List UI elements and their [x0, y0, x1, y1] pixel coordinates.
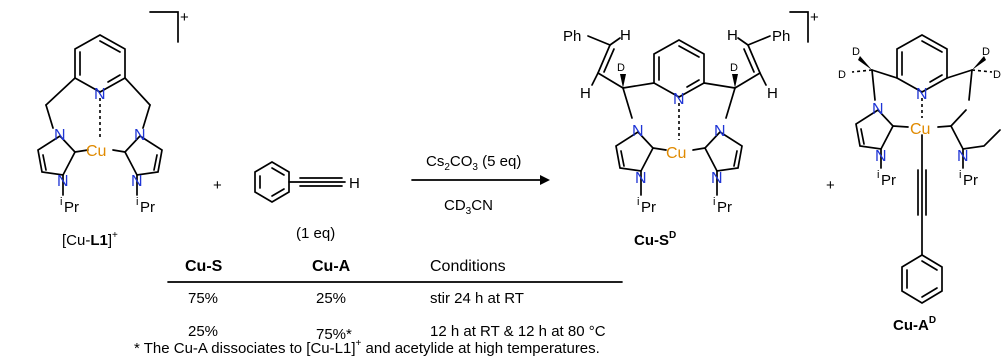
atom-n: N	[94, 86, 106, 103]
svg-text:N: N	[131, 173, 143, 190]
plus-sign-2: +	[826, 177, 835, 194]
compound-phenylacetylene: H (1 eq)	[254, 161, 360, 242]
alkyne-equiv: (1 eq)	[296, 225, 335, 242]
table-footnote: * The Cu-A dissociates to [Cu-L1]+ and a…	[134, 338, 600, 356]
svg-text:Pr: Pr	[641, 199, 656, 216]
svg-text:N: N	[632, 123, 644, 140]
svg-text:Pr: Pr	[64, 199, 79, 216]
svg-text:Pr: Pr	[963, 172, 978, 189]
svg-text:D: D	[982, 46, 990, 58]
svg-text:H: H	[620, 27, 631, 44]
svg-text:i: i	[60, 196, 62, 208]
compound-cu-a-d: D D D D N N N N Cu i Pr i P	[838, 34, 1001, 334]
table-row: 25%	[188, 323, 218, 340]
reaction-arrow: Cs2CO3 (5 eq) CD3CN	[411, 153, 550, 217]
svg-text:N: N	[134, 127, 146, 144]
svg-text:Pr: Pr	[140, 199, 155, 216]
svg-text:H: H	[727, 27, 738, 44]
svg-text:Ph: Ph	[772, 28, 790, 45]
svg-text:N: N	[635, 170, 647, 187]
svg-text:N: N	[916, 86, 928, 103]
svg-text:i: i	[136, 196, 138, 208]
svg-text:+: +	[810, 9, 819, 26]
svg-text:H: H	[580, 85, 591, 102]
svg-text:N: N	[673, 91, 685, 108]
table-row: 75%	[188, 290, 218, 307]
svg-text:D: D	[852, 46, 860, 58]
compound-label-cu-a: Cu-AD	[893, 315, 936, 334]
svg-text:N: N	[875, 148, 887, 165]
svg-text:N: N	[872, 101, 884, 118]
svg-text:i: i	[959, 169, 961, 181]
reagent-base: Cs2CO3 (5 eq)	[426, 153, 521, 173]
compound-label-cu-s: Cu-SD	[634, 230, 676, 249]
svg-text:i: i	[877, 169, 879, 181]
charge-plus: +	[180, 9, 189, 26]
svg-text:stir 24 h at RT: stir 24 h at RT	[430, 290, 524, 307]
svg-text:75%*: 75%*	[316, 326, 352, 343]
svg-text:N: N	[714, 123, 726, 140]
svg-text:i: i	[637, 196, 639, 208]
svg-text:D: D	[993, 69, 1001, 81]
reagent-solvent: CD3CN	[444, 197, 493, 217]
table-header-conditions: Conditions	[430, 258, 506, 275]
svg-text:Cu: Cu	[666, 145, 686, 162]
svg-text:H: H	[349, 175, 360, 192]
svg-text:25%: 25%	[316, 290, 346, 307]
table-header-cu-s: Cu-S	[185, 258, 223, 275]
svg-text:H: H	[767, 85, 778, 102]
svg-text:D: D	[617, 62, 625, 74]
svg-text:i: i	[713, 196, 715, 208]
compound-label-start: [Cu-L1]+	[62, 230, 118, 249]
svg-text:Pr: Pr	[717, 199, 732, 216]
svg-text:Cu: Cu	[910, 121, 930, 138]
atom-cu: Cu	[86, 143, 106, 160]
results-table: Cu-S Cu-A Conditions 75% 25% stir 24 h a…	[134, 258, 623, 356]
svg-text:Ph: Ph	[563, 28, 581, 45]
table-header-cu-a: Cu-A	[312, 258, 351, 275]
svg-text:N: N	[54, 127, 66, 144]
svg-text:12 h at RT & 12 h at 80 °C: 12 h at RT & 12 h at 80 °C	[430, 323, 606, 340]
svg-text:D: D	[730, 62, 738, 74]
svg-text:D: D	[838, 69, 846, 81]
svg-text:N: N	[711, 170, 723, 187]
svg-text:Pr: Pr	[881, 172, 896, 189]
plus-sign: +	[213, 177, 222, 194]
svg-text:N: N	[57, 173, 69, 190]
compound-cu-l1: N N N N N Cu i Pr i Pr + [Cu-L1]+	[37, 9, 189, 249]
svg-text:N: N	[957, 148, 969, 165]
compound-cu-s-d: D D Ph H H Ph H H N	[563, 9, 819, 249]
